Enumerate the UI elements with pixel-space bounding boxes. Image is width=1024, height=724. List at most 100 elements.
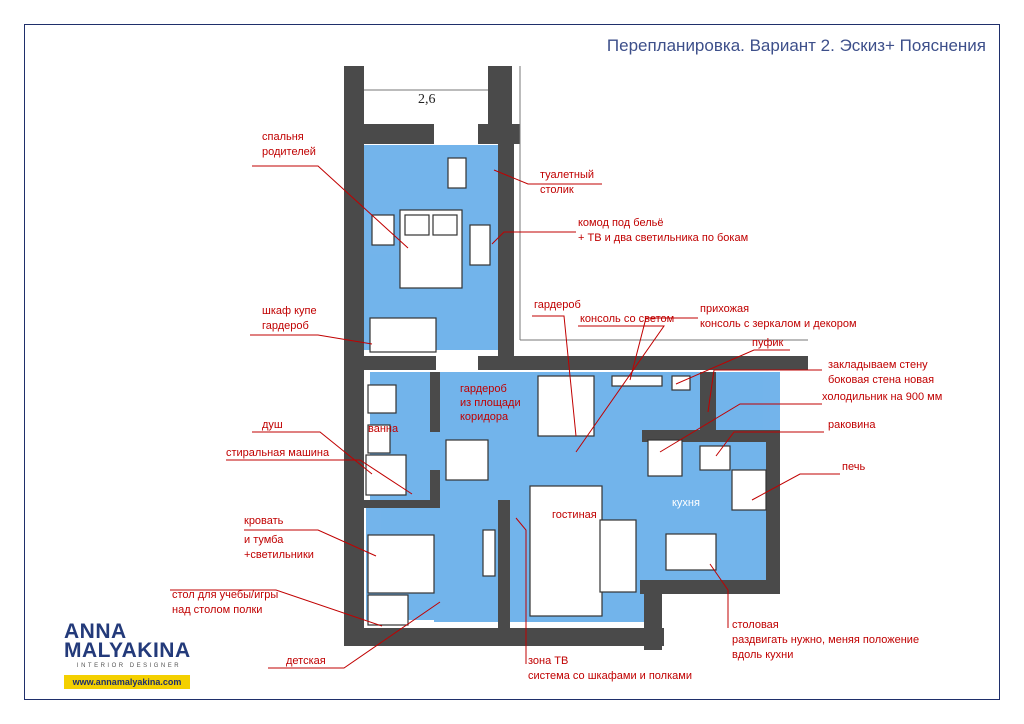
tv-unit (482, 529, 496, 577)
leader-bed (244, 529, 377, 557)
label-parents-bedroom: спальня родителей (262, 130, 316, 160)
wall-kitchen-inner (642, 430, 772, 442)
label-dining-line2: раздвигать нужно, меняя положение (732, 634, 920, 646)
wall-top-left (344, 124, 434, 144)
label-wardrobe-coupe-line1: шкаф купе (262, 305, 317, 317)
label-bed: кровать и тумба +светильники (244, 514, 314, 563)
wall-middle-left (344, 356, 436, 370)
leader-wall-close (707, 369, 822, 413)
wardrobe-living (537, 375, 595, 437)
label-wardrobe-coupe-line2: гардероб (262, 320, 309, 332)
leader-pouf (675, 349, 790, 385)
wall-top-right (478, 124, 520, 144)
dimension-label: 2,6 (418, 92, 436, 107)
logo-url[interactable]: www.annamalyakina.com (64, 675, 190, 689)
label-tv-zone-line1: зона ТВ (528, 655, 569, 667)
label-shower: душ (262, 419, 283, 431)
label-tv-zone: зона ТВ система со шкафами и полками (528, 654, 692, 684)
wall-middle-right (478, 356, 808, 370)
label-pouf: пуфик (752, 337, 784, 349)
room-kitchen: кухня (672, 497, 700, 509)
label-tv-zone-line2: система со шкафами и полками (528, 670, 692, 682)
label-sink: раковина (828, 419, 876, 431)
label-hallway: прихожая консоль с зеркалом и декором (700, 302, 857, 332)
pillow-right (432, 214, 458, 236)
label-dressing-table-line1: туалетный (540, 169, 594, 181)
dresser (469, 224, 491, 266)
label-dressing-table-line2: столик (540, 184, 574, 196)
leader-dresser (491, 231, 576, 245)
sofa (529, 485, 603, 617)
label-dining-line3: вдоль кухни (732, 649, 794, 661)
label-study-desk: стол для учебы/игры над столом полки (172, 588, 278, 618)
corridor-wardrobe (445, 439, 489, 481)
room-wardrobe-corridor-line1: гардероб (460, 383, 507, 395)
leader-wardrobe (532, 315, 577, 437)
wall-kitchen-right (766, 430, 780, 580)
label-bed-line1: кровать (244, 515, 284, 527)
label-hallway-line1: прихожая (700, 303, 750, 315)
logo-subtitle: INTERIOR DESIGNER (76, 663, 182, 669)
logo-line1: ANNA (64, 620, 127, 643)
label-dining: столовая раздвигать нужно, меняя положен… (732, 618, 919, 663)
label-bed-line3: +светильники (244, 549, 314, 561)
leader-study-desk (170, 589, 383, 627)
fridge (647, 439, 683, 477)
leader-wardrobe-coupe (250, 334, 373, 345)
nightstand (371, 214, 395, 246)
leader-tv-zone (515, 517, 527, 664)
shower (367, 424, 391, 454)
label-bed-line2: и тумба (244, 534, 284, 546)
label-hallway-line2: консоль с зеркалом и декором (700, 318, 857, 330)
washing-machine (365, 454, 407, 496)
label-dining-line1: столовая (732, 619, 779, 631)
wall-column (488, 66, 512, 126)
brand-logo: ANNA MALYAKINA INTERIOR DESIGNER www.ann… (64, 620, 194, 689)
wall-bath-right-lower (430, 470, 440, 500)
wall-bedroom-right (498, 140, 514, 362)
leader-stove (751, 473, 840, 501)
label-dresser-line2: + ТВ и два светильника по бокам (578, 232, 749, 244)
leader-washing-machine (226, 459, 413, 495)
label-wall-close-line2: боковая стена новая (828, 374, 935, 386)
wall-corridor-right (498, 500, 510, 628)
label-stove: печь (842, 461, 866, 473)
hallway-console (611, 375, 663, 387)
leader-console-light (575, 325, 665, 453)
pillow-left (404, 214, 430, 236)
label-dresser: комод под бельё + ТВ и два светильника п… (578, 216, 748, 246)
label-study-desk-line2: над столом полки (172, 604, 263, 616)
wall-bottom (344, 628, 664, 646)
room-living: гостиная (552, 509, 597, 521)
floor-corridor (434, 372, 510, 622)
sheet-frame (24, 24, 1000, 700)
leader-lines (170, 165, 840, 669)
wall-bath-right (430, 372, 440, 432)
leader-kids-room (268, 601, 441, 669)
label-wardrobe-coupe: шкаф купе гардероб (262, 304, 317, 334)
kids-bed (367, 534, 435, 594)
label-washing-machine: стиральная машина (226, 447, 330, 459)
logo-line2: MALYAKINA (64, 639, 191, 662)
study-desk (367, 594, 409, 626)
leader-hallway (629, 317, 698, 381)
dressing-table (447, 157, 467, 189)
room-bath: ванна (368, 423, 399, 435)
leader-fridge (659, 403, 822, 453)
room-wardrobe-corridor: гардероб из площади коридора (460, 382, 521, 424)
leader-dining (709, 563, 729, 628)
label-kids-room: детская (286, 655, 326, 667)
label-dresser-line1: комод под бельё (578, 217, 664, 229)
stove (731, 469, 767, 511)
wall-bath-bottom (364, 500, 440, 508)
room-wardrobe-corridor-line3: коридора (460, 411, 509, 423)
label-dressing-table: туалетный столик (540, 168, 594, 198)
label-wall-close: закладываем стену боковая стена новая (828, 358, 934, 388)
leader-sink (715, 431, 824, 457)
sink (699, 445, 731, 471)
dining-table (665, 533, 717, 571)
leader-dressing-table (493, 169, 602, 185)
wardrobe-coupe (369, 317, 437, 353)
